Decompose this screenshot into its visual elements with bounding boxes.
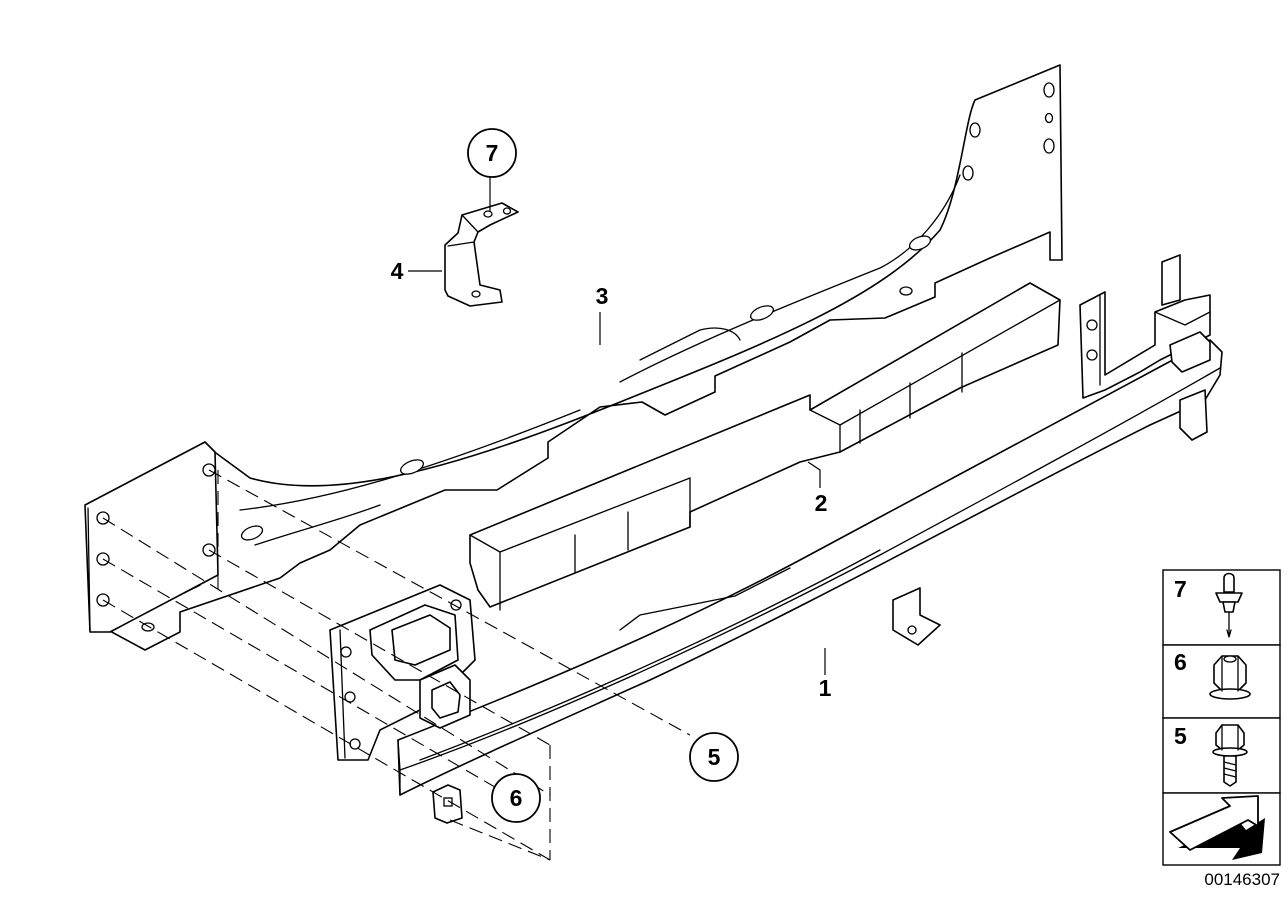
left-mounting-plate [84,441,219,633]
callout-5-label: 5 [708,744,721,770]
callout-4: 4 [391,258,404,284]
mounting-bracket [444,202,519,307]
callout-3: 3 [596,283,609,309]
diagram-id: 00146307 [1204,870,1280,889]
leader-lines [408,177,826,675]
right-crash-box [892,254,1211,646]
callout-6: 6 [491,773,541,823]
legend-item-5: 5 [1174,723,1248,787]
legend-item-6: 6 [1174,649,1251,700]
legend-number: 7 [1174,576,1187,602]
hex-nut-icon [1209,655,1251,700]
hex-bolt-icon [1212,724,1248,787]
callout-2-label: 2 [815,490,828,516]
callout-1-label: 1 [819,675,832,701]
callout-7-label: 7 [486,140,499,166]
left-crash-box [329,584,476,824]
legend-item-7: 7 [1174,572,1243,638]
callout-5: 5 [689,732,739,782]
assembly-lines [102,469,691,861]
callout-4-label: 4 [391,258,404,284]
blind-rivet-icon [1215,572,1243,638]
callout-1: 1 [819,675,832,701]
callout-3-label: 3 [596,283,609,309]
legend-number: 6 [1174,649,1187,675]
fastener-legend: 7 6 5 [1162,569,1281,866]
legend-number: 5 [1174,723,1187,749]
bumper-carrier [397,339,1223,796]
impact-absorber [469,282,1061,611]
callout-7: 7 [467,128,517,178]
callout-2: 2 [815,490,828,516]
reinforcement-panel [107,64,1063,651]
front-direction-arrow-icon [1169,795,1265,860]
callout-6-label: 6 [510,785,523,811]
